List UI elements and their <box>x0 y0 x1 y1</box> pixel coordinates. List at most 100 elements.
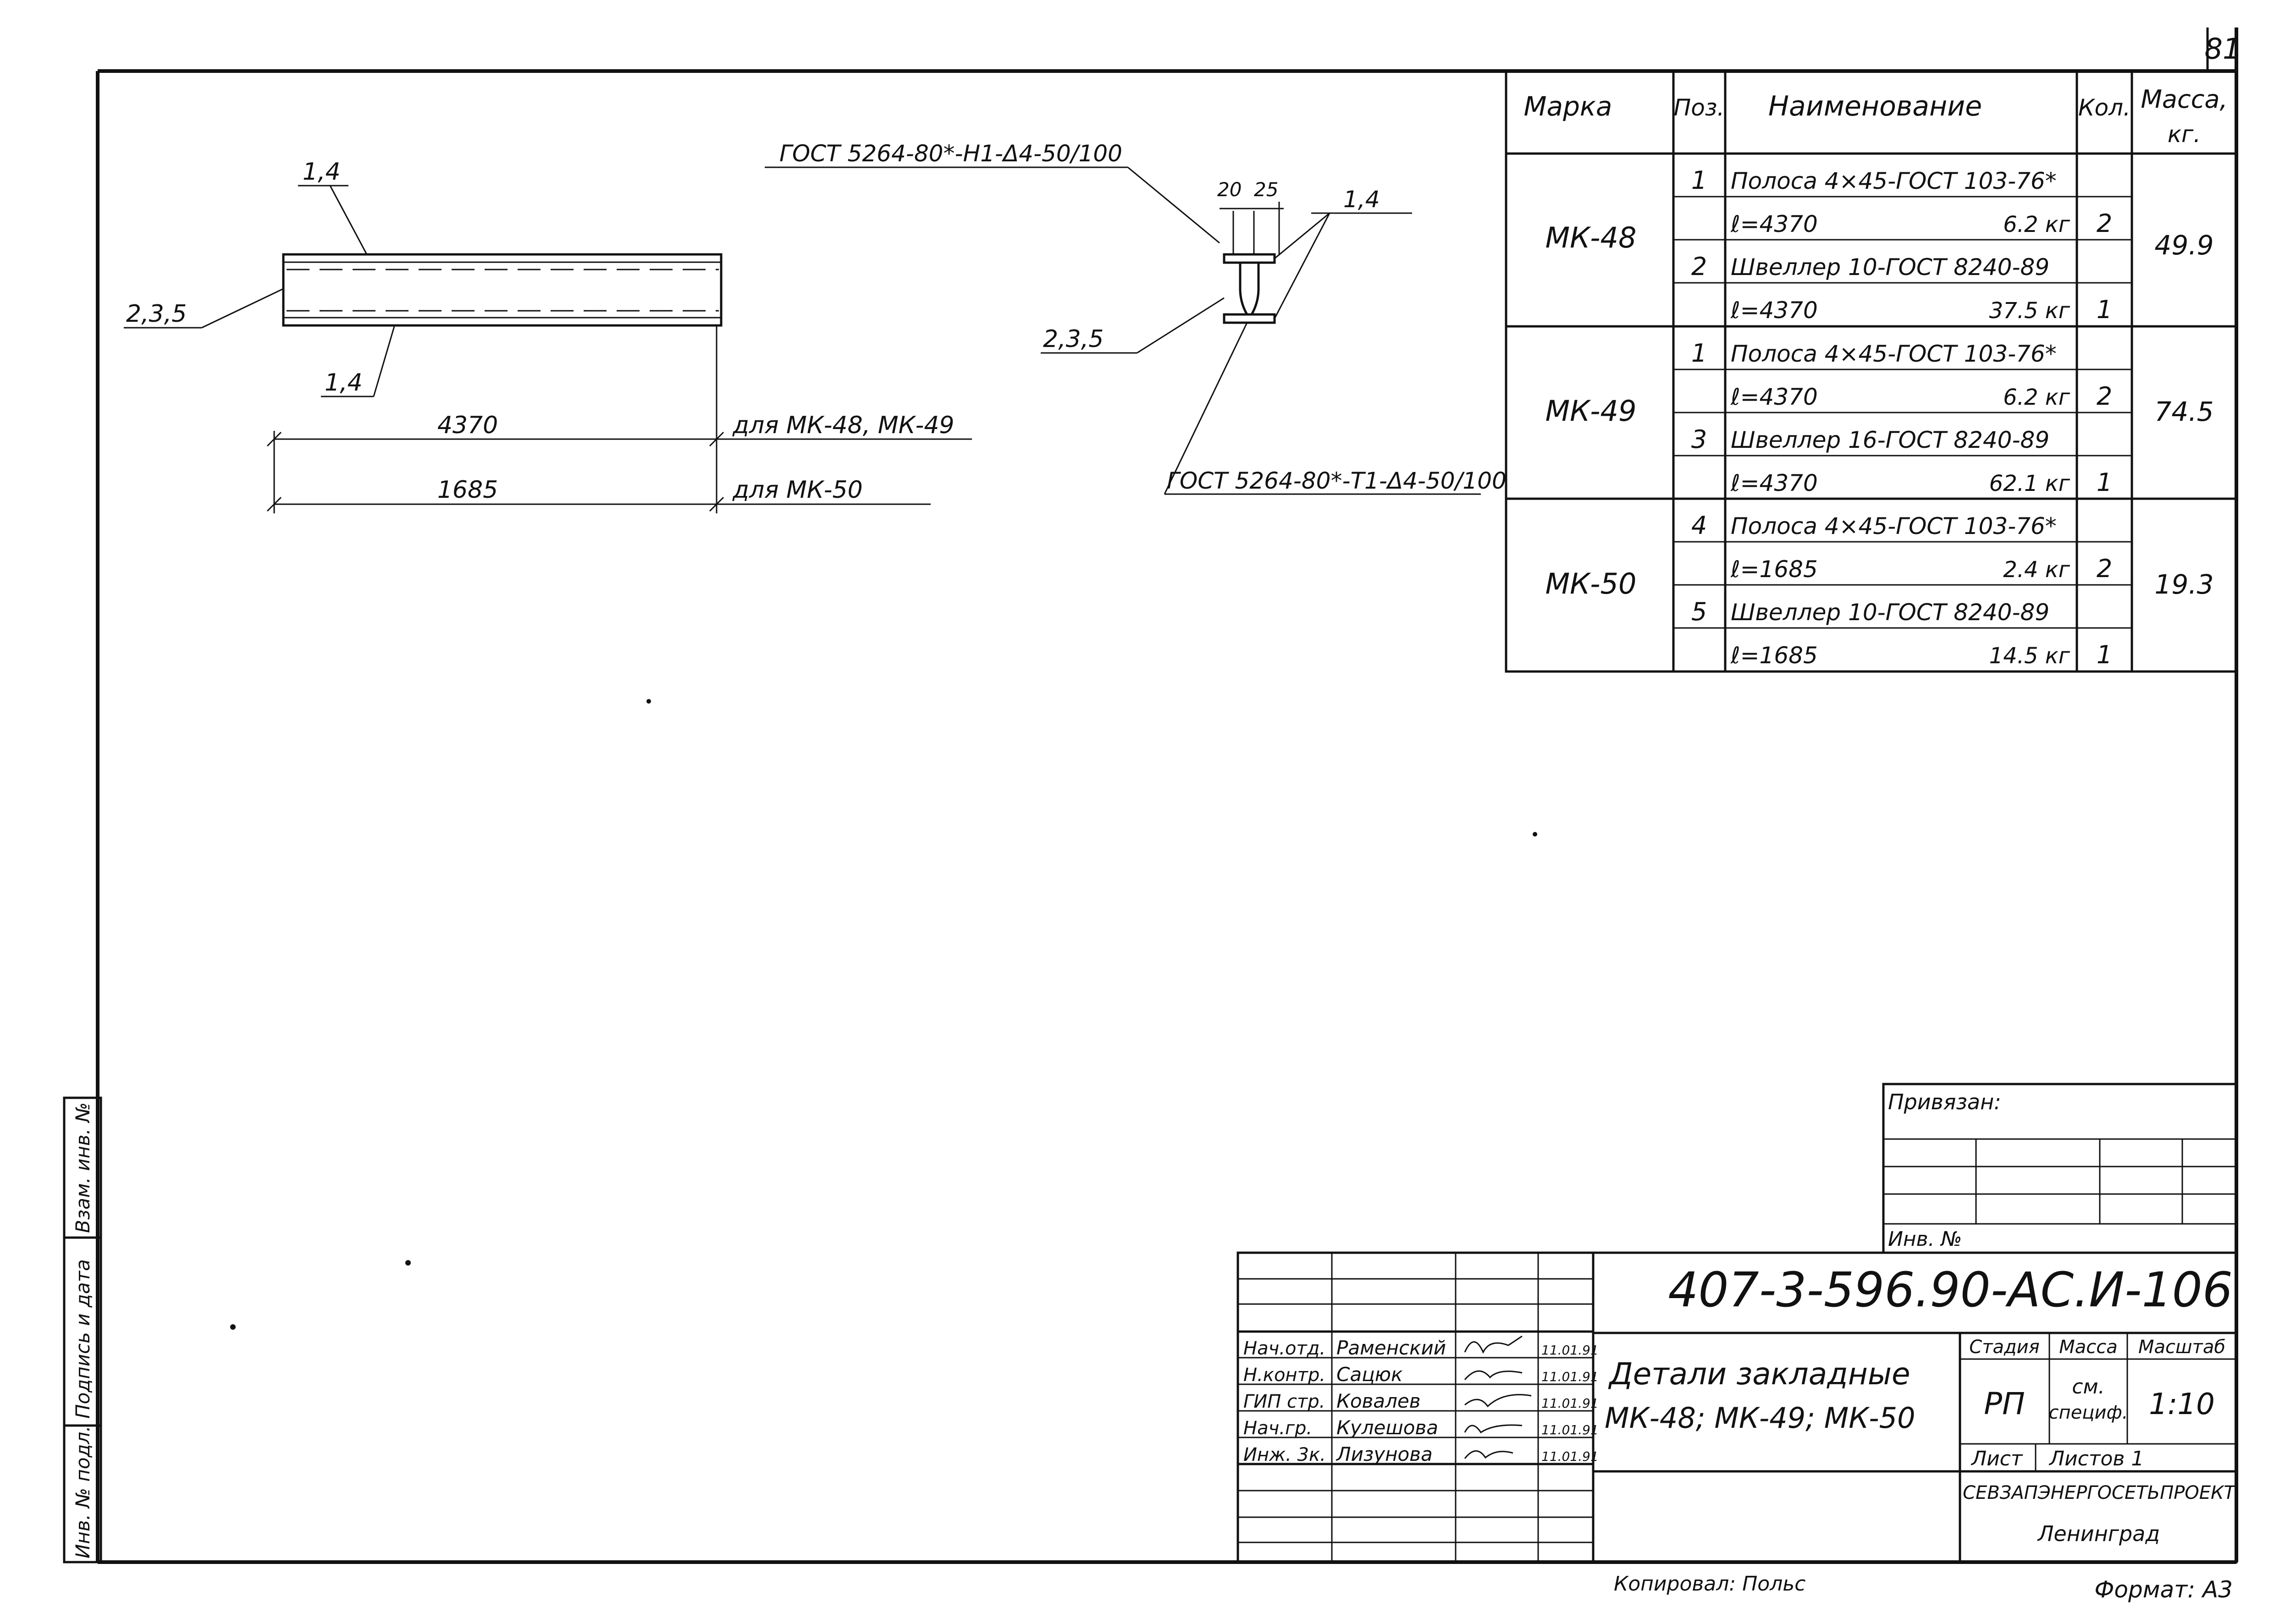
group-mark: МК-50 <box>1545 567 1637 600</box>
specification-table <box>1505 70 2238 673</box>
group-mark: МК-49 <box>1545 394 1637 428</box>
weld-spec-bottom: ГОСТ 5264-80*-Т1-Δ4-50/100 <box>1167 468 1507 494</box>
staff-role: Инж. 3к. <box>1243 1444 1326 1465</box>
row-pos: 4 <box>1691 511 1707 540</box>
row-qty: 1 <box>2097 640 2112 669</box>
row-weight: 6.2 кг <box>2003 385 2070 410</box>
row-name: Швеллер 16-ГОСТ 8240-89 <box>1731 427 2049 453</box>
scale-header: Масштаб <box>2138 1337 2225 1358</box>
dimension-4370: 4370 <box>437 412 498 439</box>
staff-name: Кулешова <box>1336 1416 1438 1439</box>
row-name: ℓ=1685 <box>1730 556 1818 583</box>
dimension-1685: 1685 <box>437 476 498 504</box>
staff-role: Н.контр. <box>1243 1365 1325 1386</box>
sheet-number: 81 <box>2205 32 2241 66</box>
table-header-mark: Марка <box>1524 91 1612 122</box>
row-pos: 5 <box>1691 597 1707 626</box>
table-header-mass-2: кг. <box>2168 121 2201 148</box>
staff-role: Нач.отд. <box>1243 1338 1325 1359</box>
organization-city: Ленинград <box>2037 1521 2160 1546</box>
row-pos: 3 <box>1691 425 1707 454</box>
staff-date: 11.01.91 <box>1541 1343 1599 1358</box>
title-block <box>1236 1251 2238 1563</box>
weld-spec-top: ГОСТ 5264-80*-Н1-Δ4-50/100 <box>779 140 1122 167</box>
side-stamp-vzam: Взам. инв. № <box>72 1102 94 1233</box>
sheet-label: Лист <box>1970 1447 2023 1470</box>
leader-label-top: 1,4 <box>303 158 341 186</box>
section-dim-25: 25 <box>1254 178 1278 201</box>
group-mass: 74.5 <box>2154 396 2213 427</box>
group-mark: МК-48 <box>1545 221 1637 254</box>
stage-value: РП <box>1984 1386 2025 1421</box>
section-view <box>765 166 1481 495</box>
dimension-note-1: для МК-48, МК-49 <box>732 412 955 439</box>
binding-inv-label: Инв. № <box>1888 1228 1962 1251</box>
section-leader-right: 1,4 <box>1343 186 1380 213</box>
section-dim-20: 20 <box>1217 178 1242 201</box>
table-header-qty: Кол. <box>2078 94 2130 121</box>
mass-value-2: специф. <box>2049 1402 2128 1423</box>
signatures <box>1464 1335 1532 1459</box>
row-weight: 6.2 кг <box>2003 212 2070 237</box>
row-weight: 2.4 кг <box>2003 557 2070 583</box>
scale-value: 1:10 <box>2149 1387 2215 1421</box>
side-stamp-inv: Инв. № подл. <box>72 1426 94 1558</box>
group-mass: 49.9 <box>2154 230 2213 261</box>
row-qty: 2 <box>2097 209 2112 238</box>
mass-value-1: см. <box>2072 1375 2104 1398</box>
staff-date: 11.01.91 <box>1541 1449 1599 1464</box>
stage-header: Стадия <box>1969 1337 2039 1358</box>
row-name: Полоса 4×45-ГОСТ 103-76* <box>1731 341 2057 367</box>
row-weight: 14.5 кг <box>1989 643 2070 669</box>
staff-date: 11.01.91 <box>1541 1369 1599 1384</box>
staff-date: 11.01.91 <box>1541 1422 1599 1437</box>
leader-label-bottom: 1,4 <box>325 369 363 396</box>
document-code: 407-3-596.90-АС.И-106 <box>1668 1262 2233 1318</box>
staff-role: ГИП стр. <box>1243 1391 1325 1412</box>
dimension-note-2: для МК-50 <box>732 476 863 504</box>
binding-label: Привязан: <box>1888 1090 2001 1114</box>
table-header-mass-1: Масса, <box>2141 85 2227 114</box>
side-stamp <box>63 1096 102 1563</box>
row-name: ℓ=4370 <box>1730 384 1818 410</box>
row-pos: 1 <box>1691 166 1707 195</box>
drawing-title-line1: Детали закладные <box>1608 1356 1910 1392</box>
table-header-name: Наименование <box>1768 90 1982 122</box>
copied-by: Копировал: Польс <box>1614 1572 1805 1596</box>
row-name: ℓ=4370 <box>1730 297 1818 324</box>
side-stamp-podpis: Подпись и дата <box>72 1259 94 1419</box>
row-pos: 1 <box>1691 339 1707 368</box>
row-weight: 37.5 кг <box>1989 298 2070 324</box>
leader-label-left: 2,3,5 <box>126 300 187 328</box>
staff-name: Ковалев <box>1336 1390 1420 1412</box>
row-qty: 2 <box>2097 554 2112 583</box>
mass-header: Масса <box>2059 1337 2118 1358</box>
sheet-format: Формат: А3 <box>2094 1576 2233 1603</box>
row-weight: 62.1 кг <box>1989 471 2070 496</box>
section-leader-left: 2,3,5 <box>1043 325 1104 353</box>
sheets-count: Листов 1 <box>2048 1447 2144 1470</box>
elevation-view <box>124 185 972 513</box>
staff-role: Нач.гр. <box>1243 1418 1312 1439</box>
row-name: Швеллер 10-ГОСТ 8240-89 <box>1731 254 2049 281</box>
scan-specks <box>230 699 1537 1330</box>
staff-name: Сацюк <box>1336 1363 1403 1386</box>
row-qty: 2 <box>2097 382 2112 411</box>
row-name: Швеллер 10-ГОСТ 8240-89 <box>1731 599 2049 626</box>
row-name: Полоса 4×45-ГОСТ 103-76* <box>1731 513 2057 539</box>
group-mass: 19.3 <box>2154 569 2213 600</box>
organization-name: СЕВЗАПЭНЕРГОСЕТЬПРОЕКТ <box>1963 1482 2236 1503</box>
row-qty: 1 <box>2097 295 2112 324</box>
staff-name: Раменский <box>1336 1337 1446 1359</box>
staff-date: 11.01.91 <box>1541 1396 1599 1411</box>
row-name: Полоса 4×45-ГОСТ 103-76* <box>1731 168 2057 194</box>
drawing-title-line2: МК-48; МК-49; МК-50 <box>1605 1401 1915 1435</box>
row-name: ℓ=4370 <box>1730 211 1818 237</box>
staff-name: Лизунова <box>1336 1443 1433 1465</box>
row-name: ℓ=1685 <box>1730 642 1818 669</box>
row-name: ℓ=4370 <box>1730 470 1818 496</box>
row-pos: 2 <box>1691 252 1707 281</box>
table-header-pos: Поз. <box>1674 94 1725 121</box>
row-qty: 1 <box>2097 468 2112 497</box>
